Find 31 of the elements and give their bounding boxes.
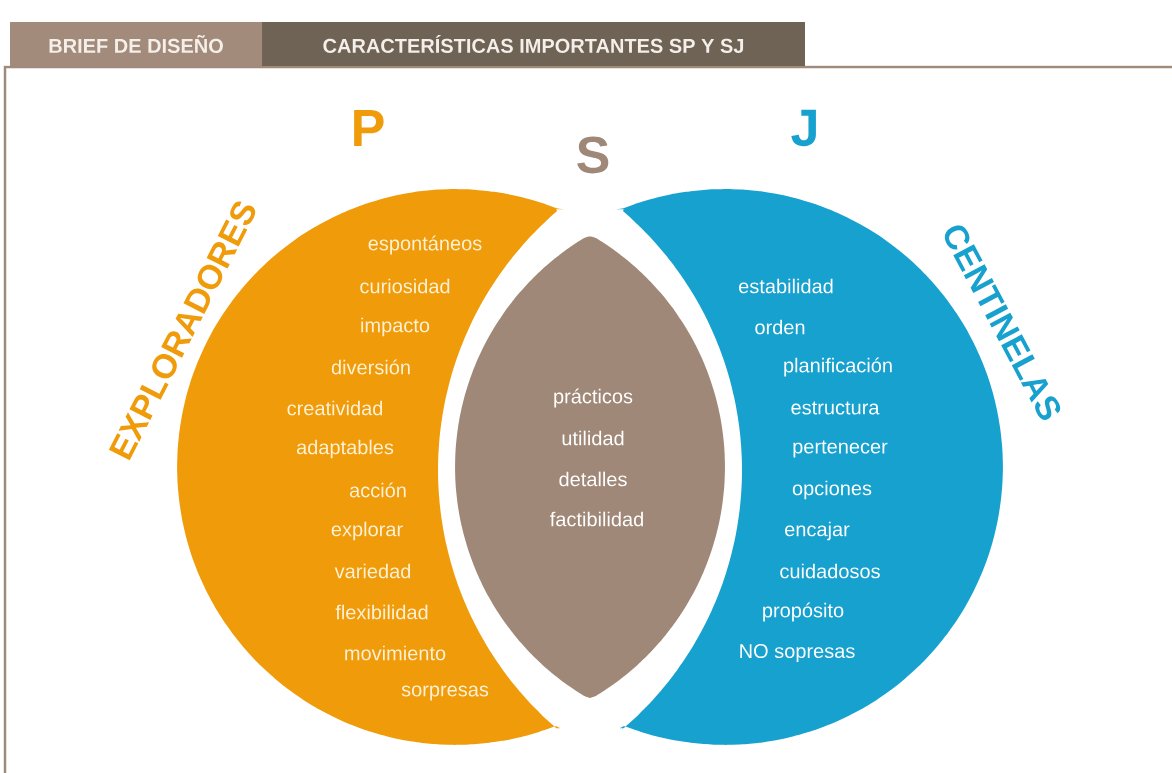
keyword-text: factibilidad <box>550 511 643 527</box>
keyword-text: diversión <box>331 359 410 375</box>
keyword-text: prácticos <box>554 388 633 408</box>
heading-letter: J <box>791 109 816 147</box>
keyword-text: variedad <box>334 563 411 579</box>
keyword-text: flexibilidad <box>335 604 428 620</box>
keyword-text: adaptables <box>296 439 394 459</box>
keyword-text: detalles <box>559 471 627 487</box>
keyword-text: creatividad <box>287 400 383 416</box>
keyword-text: planificación <box>784 357 892 377</box>
keyword-text: sorpresas <box>401 685 489 701</box>
keyword-text: opciones <box>792 480 872 500</box>
keyword-text: movimiento <box>345 645 446 661</box>
header-tab: BRIEF DE DISEÑO <box>10 22 262 66</box>
keyword-text: encajar <box>785 521 850 541</box>
keyword-text: utilidad <box>562 430 624 446</box>
keyword-text: cuidadosos <box>780 563 880 579</box>
keyword-text: propósito <box>763 602 844 622</box>
header-tab: CARACTERÍSTICAS IMPORTANTES SP Y SJ <box>262 22 805 66</box>
keyword-text: estructura <box>791 401 880 415</box>
keyword-text: NO sopresas <box>740 643 855 663</box>
heading-letter: P <box>354 110 384 146</box>
keyword-text: explorar <box>331 521 403 541</box>
keyword-text: orden <box>755 319 805 335</box>
keyword-text: curiosidad <box>360 278 450 294</box>
keyword-text: pertenecer <box>793 440 888 458</box>
heading-letter: S <box>577 136 609 174</box>
keyword-text: espontáneos <box>368 235 482 255</box>
keyword-text: impacto <box>361 317 430 337</box>
keyword-text: estabilidad <box>739 278 833 294</box>
keyword-text: acción <box>349 482 406 498</box>
